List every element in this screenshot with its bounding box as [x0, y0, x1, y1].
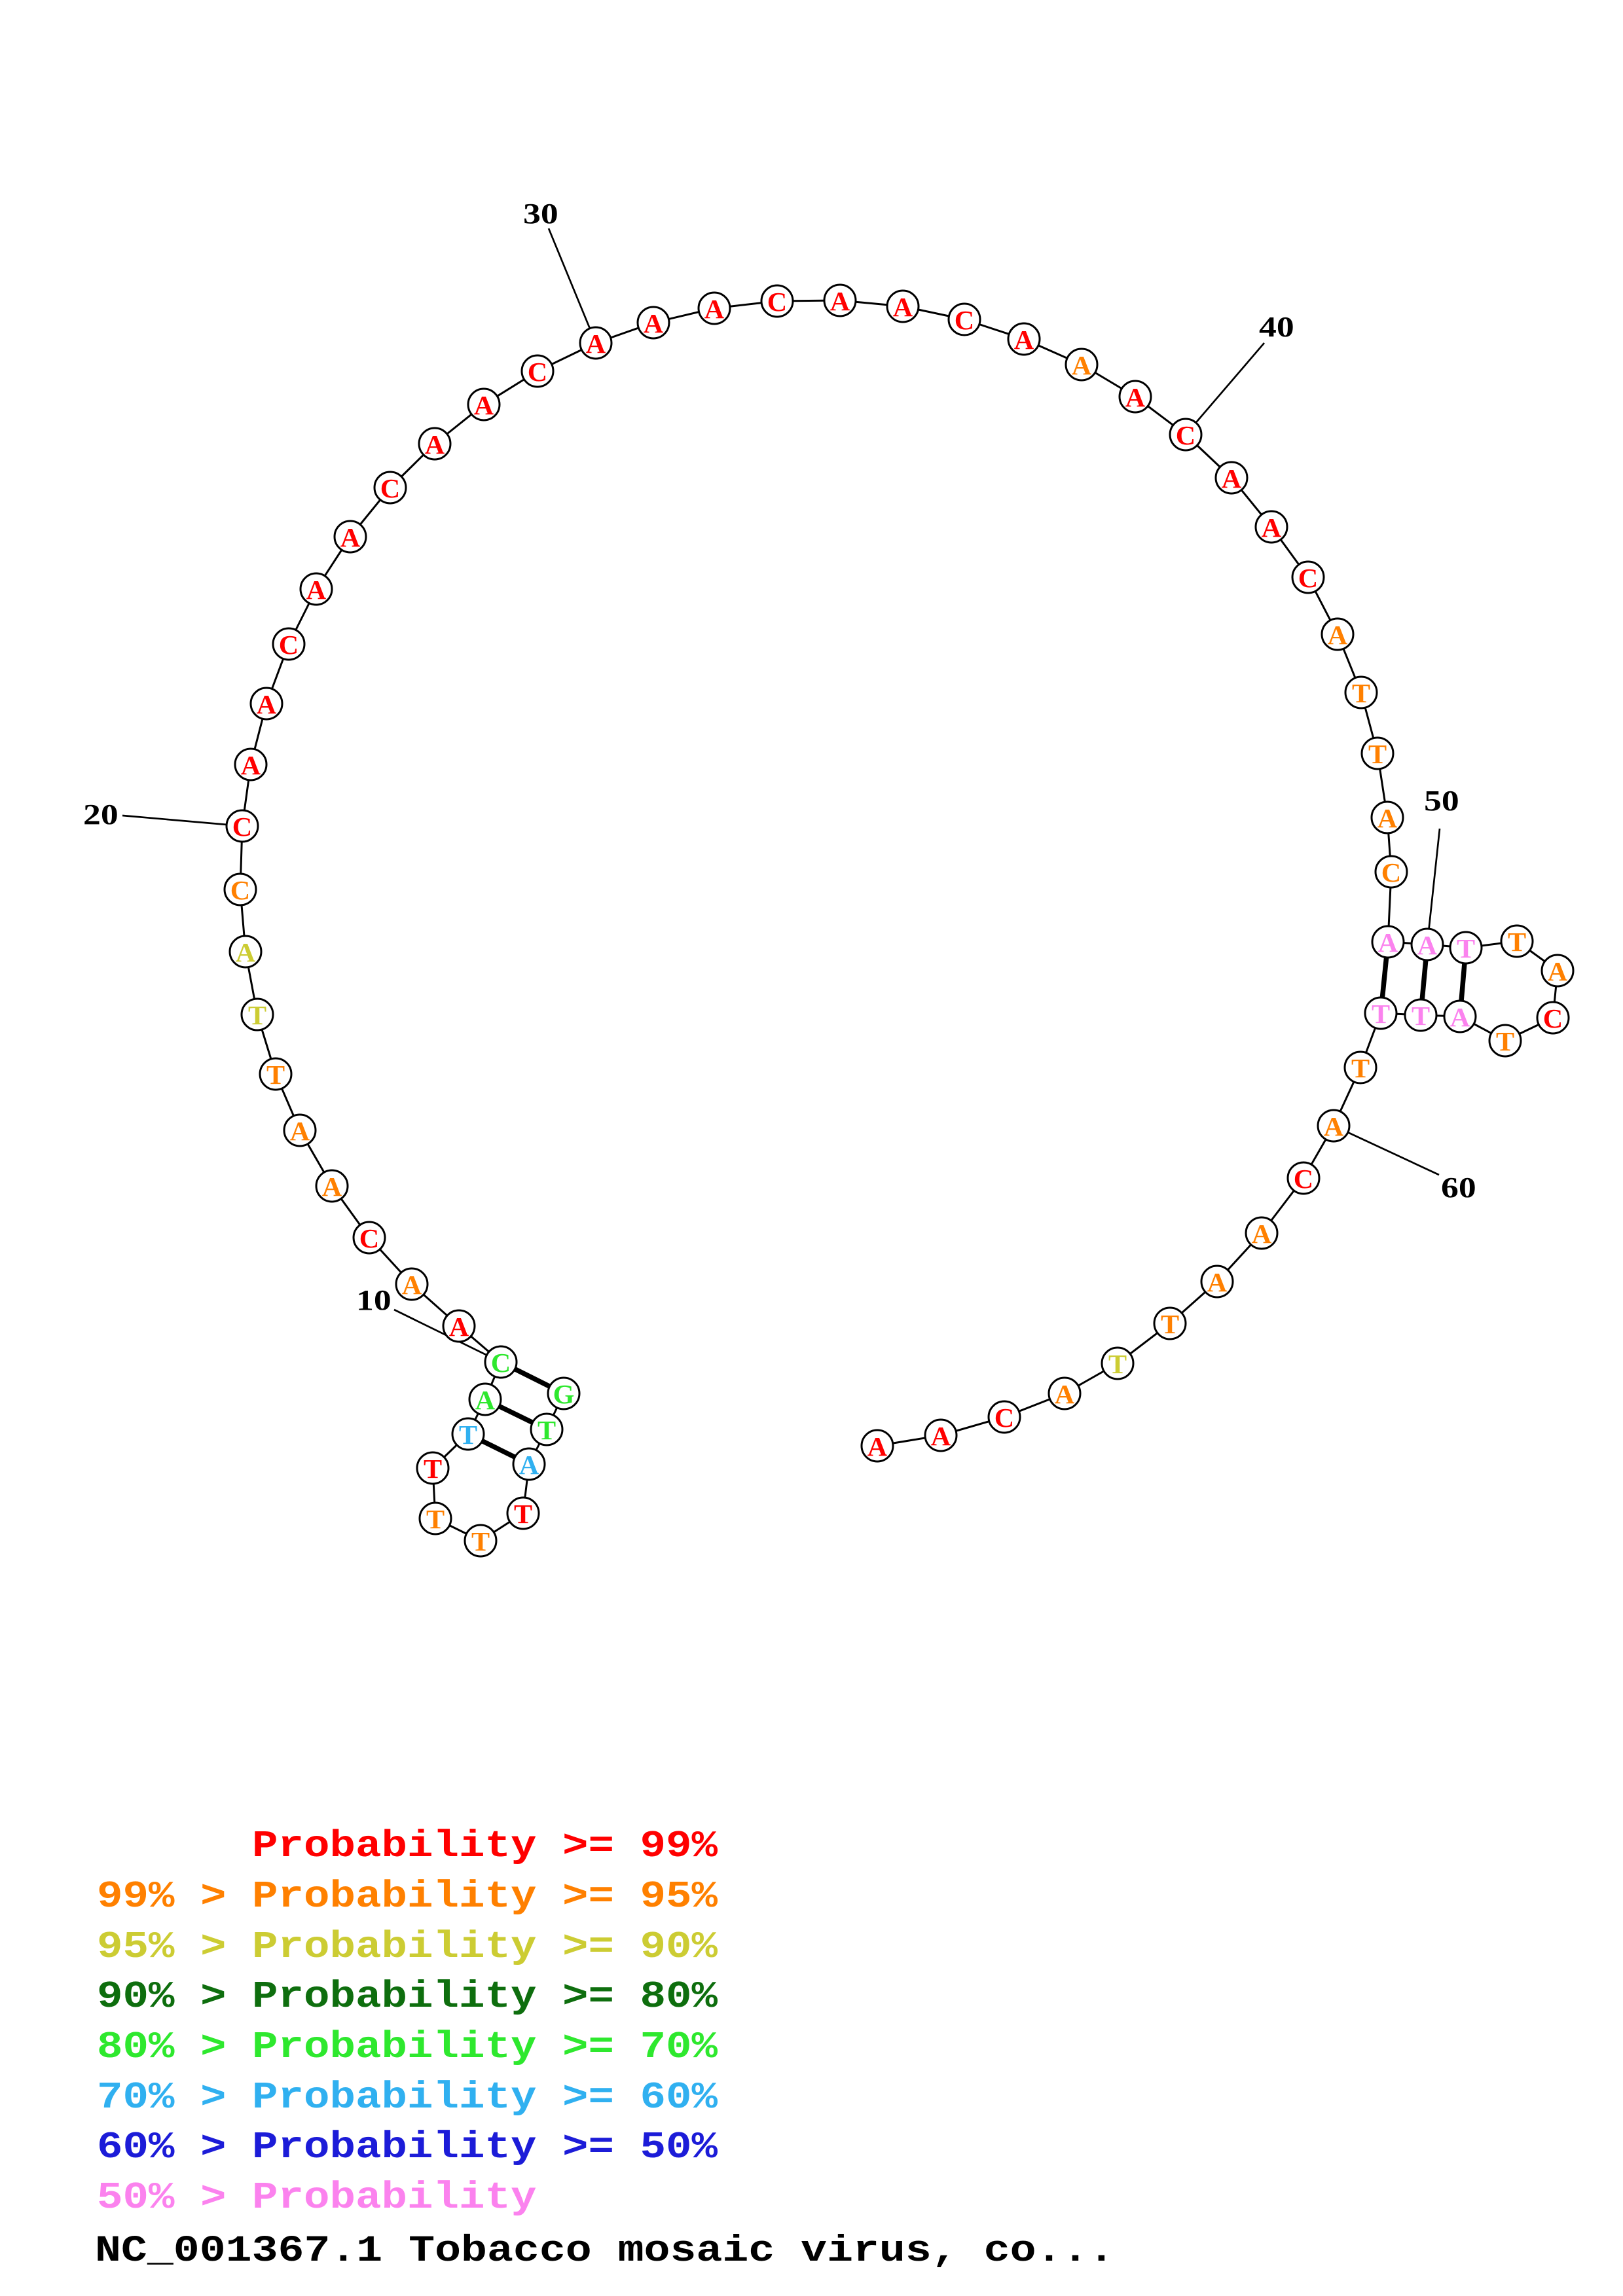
svg-text:C: C — [359, 1224, 379, 1254]
svg-text:C: C — [767, 287, 787, 317]
svg-text:C: C — [1381, 858, 1401, 888]
svg-text:T: T — [538, 1416, 556, 1446]
svg-text:A: A — [402, 1270, 422, 1300]
svg-text:A: A — [586, 329, 606, 359]
svg-text:A: A — [1324, 1112, 1343, 1142]
svg-text:T: T — [1161, 1310, 1179, 1340]
svg-text:A: A — [257, 690, 276, 720]
svg-text:50: 50 — [1424, 785, 1459, 817]
svg-text:A: A — [1417, 931, 1437, 961]
svg-text:A: A — [236, 938, 255, 968]
svg-text:C: C — [491, 1348, 511, 1378]
svg-text:T: T — [1351, 1054, 1370, 1084]
svg-text:A: A — [1252, 1219, 1271, 1249]
svg-text:A: A — [1014, 325, 1034, 355]
svg-text:C: C — [1176, 421, 1195, 451]
svg-text:T: T — [1108, 1350, 1127, 1380]
svg-text:G: G — [553, 1380, 575, 1410]
svg-text:60: 60 — [1441, 1172, 1476, 1204]
svg-text:A: A — [1377, 804, 1397, 834]
svg-text:30: 30 — [523, 198, 558, 230]
svg-text:20: 20 — [83, 798, 119, 831]
svg-text:T: T — [1508, 927, 1526, 958]
svg-text:T: T — [1352, 679, 1370, 709]
svg-text:T: T — [424, 1454, 442, 1484]
svg-text:T: T — [514, 1499, 532, 1530]
svg-text:NC_001367.1 Tobacco mosaic vir: NC_001367.1 Tobacco mosaic virus, co... — [95, 2230, 1114, 2272]
svg-text:A: A — [931, 1422, 951, 1452]
svg-text:C: C — [528, 357, 547, 387]
svg-text:T: T — [1457, 934, 1475, 964]
svg-text:C: C — [279, 630, 299, 660]
svg-text:A: A — [704, 295, 724, 325]
svg-text:C: C — [955, 306, 974, 336]
svg-text:50% > Probability: 50% > Probability — [97, 2177, 537, 2219]
svg-text:A: A — [449, 1312, 469, 1342]
svg-text:T: T — [426, 1505, 445, 1535]
svg-text:C: C — [230, 876, 250, 906]
svg-text:A: A — [290, 1117, 310, 1147]
svg-text:10: 10 — [356, 1284, 392, 1316]
svg-text:A: A — [1328, 620, 1347, 651]
svg-text:80% > Probability >= 70%: 80% > Probability >= 70% — [97, 2026, 718, 2069]
svg-text:T: T — [1412, 1001, 1430, 1031]
svg-text:A: A — [322, 1172, 342, 1202]
svg-text:A: A — [241, 751, 261, 781]
svg-text:A: A — [867, 1432, 887, 1462]
svg-text:T: T — [266, 1060, 285, 1090]
svg-text:99% > Probability >= 95%: 99% > Probability >= 95% — [97, 1876, 718, 1918]
svg-text:A: A — [306, 575, 326, 605]
svg-text:A: A — [1125, 383, 1145, 413]
svg-text:Probability >= 99%: Probability >= 99% — [97, 1825, 718, 1868]
svg-text:A: A — [1207, 1268, 1227, 1298]
svg-text:T: T — [459, 1420, 477, 1450]
svg-text:A: A — [519, 1450, 539, 1480]
svg-text:A: A — [425, 430, 445, 460]
svg-text:A: A — [1378, 928, 1398, 958]
svg-text:90% > Probability >= 80%: 90% > Probability >= 80% — [97, 1976, 718, 2018]
svg-text:A: A — [1055, 1380, 1074, 1410]
svg-text:A: A — [1072, 351, 1091, 381]
svg-text:A: A — [474, 391, 494, 421]
svg-text:T: T — [471, 1527, 490, 1557]
svg-text:A: A — [1548, 957, 1567, 987]
svg-text:A: A — [1222, 464, 1241, 494]
svg-text:A: A — [475, 1386, 495, 1416]
svg-text:C: C — [232, 812, 252, 842]
svg-text:70% > Probability >= 60%: 70% > Probability >= 60% — [97, 2077, 718, 2119]
svg-text:C: C — [1294, 1164, 1313, 1194]
svg-text:A: A — [644, 309, 663, 339]
svg-text:40: 40 — [1259, 311, 1294, 343]
svg-text:T: T — [1368, 740, 1387, 770]
svg-text:C: C — [994, 1403, 1014, 1433]
svg-text:T: T — [248, 1001, 266, 1031]
svg-text:95% > Probability >= 90%: 95% > Probability >= 90% — [97, 1926, 718, 1969]
svg-text:T: T — [1496, 1027, 1514, 1057]
svg-text:C: C — [380, 474, 400, 504]
svg-text:A: A — [340, 523, 360, 553]
svg-text:A: A — [893, 293, 913, 323]
svg-text:C: C — [1298, 564, 1318, 594]
svg-text:A: A — [1262, 513, 1281, 543]
svg-text:A: A — [830, 287, 850, 317]
svg-text:T: T — [1372, 999, 1390, 1030]
svg-text:C: C — [1543, 1004, 1563, 1034]
svg-text:60% > Probability >= 50%: 60% > Probability >= 50% — [97, 2126, 718, 2169]
svg-text:A: A — [1450, 1003, 1470, 1033]
